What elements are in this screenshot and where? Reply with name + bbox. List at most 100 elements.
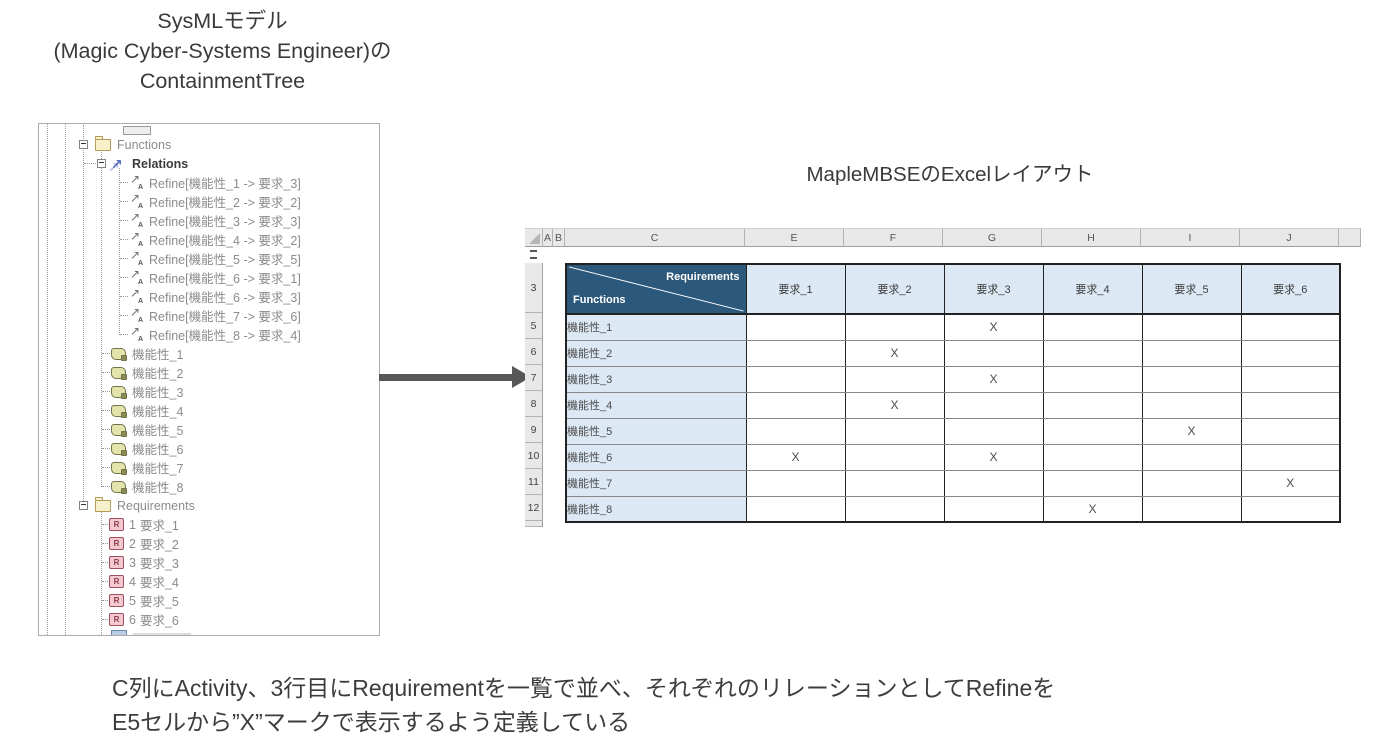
column-header-c[interactable]: C xyxy=(565,228,745,247)
matrix-cell[interactable] xyxy=(1042,313,1143,341)
tree-node-activity[interactable]: 機能性_1 xyxy=(39,344,379,363)
function-row-label-cell[interactable]: 機能性_1 xyxy=(565,313,747,341)
matrix-cell[interactable] xyxy=(1240,339,1341,367)
function-row-label-cell[interactable]: 機能性_2 xyxy=(565,339,747,367)
tree-node-functions[interactable]: Functions xyxy=(39,135,379,154)
tree-node-activity[interactable]: 機能性_5 xyxy=(39,420,379,439)
matrix-cell[interactable]: X xyxy=(1240,469,1341,497)
matrix-cell[interactable] xyxy=(943,391,1044,419)
function-row-label-cell[interactable]: 機能性_3 xyxy=(565,365,747,393)
matrix-cell[interactable]: X xyxy=(844,339,945,367)
matrix-cell[interactable]: X xyxy=(1141,417,1242,445)
function-row-label-cell[interactable]: 機能性_4 xyxy=(565,391,747,419)
matrix-cell[interactable]: X xyxy=(943,443,1044,471)
matrix-cell[interactable] xyxy=(745,469,846,497)
expand-toggle-icon[interactable] xyxy=(79,501,88,510)
matrix-cell[interactable]: X xyxy=(1042,495,1143,523)
collapsed-row-mark[interactable] xyxy=(530,250,537,252)
requirement-column-header[interactable]: 要求_4 xyxy=(1042,263,1143,315)
matrix-corner-header-cell[interactable]: Requirements Functions xyxy=(565,263,747,315)
matrix-cell[interactable] xyxy=(1141,469,1242,497)
tree-node-activity[interactable]: 機能性_8 xyxy=(39,477,379,496)
matrix-cell[interactable] xyxy=(844,495,945,523)
column-header-i[interactable]: I xyxy=(1141,228,1240,247)
matrix-cell[interactable] xyxy=(844,443,945,471)
requirement-column-header[interactable]: 要求_1 xyxy=(745,263,846,315)
column-header-b[interactable]: B xyxy=(553,228,565,247)
row-header-5[interactable]: 5 xyxy=(525,313,543,339)
matrix-cell[interactable] xyxy=(1042,339,1143,367)
matrix-cell[interactable] xyxy=(1141,443,1242,471)
matrix-cell[interactable] xyxy=(943,469,1044,497)
function-row-label-cell[interactable]: 機能性_5 xyxy=(565,417,747,445)
matrix-cell[interactable] xyxy=(1042,365,1143,393)
matrix-cell[interactable] xyxy=(1042,469,1143,497)
matrix-cell[interactable] xyxy=(844,469,945,497)
matrix-cell[interactable] xyxy=(1141,313,1242,341)
matrix-cell[interactable] xyxy=(745,313,846,341)
function-row-label-cell[interactable]: 機能性_8 xyxy=(565,495,747,523)
collapsed-row-mark[interactable] xyxy=(530,257,537,259)
row-header-6[interactable]: 6 xyxy=(525,339,543,365)
matrix-cell[interactable] xyxy=(745,365,846,393)
matrix-cell[interactable] xyxy=(1042,391,1143,419)
requirement-column-header[interactable]: 要求_5 xyxy=(1141,263,1242,315)
column-header-e[interactable]: E xyxy=(745,228,844,247)
column-header-g[interactable]: G xyxy=(943,228,1042,247)
matrix-cell[interactable] xyxy=(745,339,846,367)
matrix-cell[interactable] xyxy=(943,339,1044,367)
matrix-cell[interactable] xyxy=(1240,365,1341,393)
matrix-cell[interactable] xyxy=(844,365,945,393)
matrix-cell[interactable]: X xyxy=(943,365,1044,393)
tree-node-relations[interactable]: ↗ Relations xyxy=(39,154,379,173)
matrix-cell[interactable] xyxy=(1042,417,1143,445)
row-header-10[interactable]: 10 xyxy=(525,443,543,469)
requirement-column-header[interactable]: 要求_2 xyxy=(844,263,945,315)
expand-toggle-icon[interactable] xyxy=(79,140,88,149)
matrix-cell[interactable] xyxy=(745,495,846,523)
column-header-a[interactable]: A xyxy=(543,228,553,247)
matrix-cell[interactable] xyxy=(1141,495,1242,523)
tree-node-activity[interactable]: 機能性_2 xyxy=(39,363,379,382)
requirement-column-header[interactable]: 要求_6 xyxy=(1240,263,1341,315)
row-header-3[interactable]: 3 xyxy=(525,263,543,313)
select-all-corner-icon[interactable] xyxy=(525,228,543,247)
matrix-cell[interactable] xyxy=(1141,339,1242,367)
matrix-cell[interactable] xyxy=(1240,495,1341,523)
matrix-cell[interactable] xyxy=(844,417,945,445)
matrix-cell[interactable] xyxy=(943,495,1044,523)
row-header-9[interactable]: 9 xyxy=(525,417,543,443)
tree-node-activity[interactable]: 機能性_7 xyxy=(39,458,379,477)
matrix-cell[interactable]: X xyxy=(745,443,846,471)
function-row-label-cell[interactable]: 機能性_6 xyxy=(565,443,747,471)
tree-node-requirements[interactable]: Requirements xyxy=(39,496,379,515)
tree-node-activity[interactable]: 機能性_6 xyxy=(39,439,379,458)
matrix-cell[interactable] xyxy=(1240,443,1341,471)
matrix-cell[interactable] xyxy=(1240,417,1341,445)
matrix-cell[interactable]: X xyxy=(844,391,945,419)
matrix-cell[interactable] xyxy=(1141,391,1242,419)
row-header-8[interactable]: 8 xyxy=(525,391,543,417)
matrix-cell[interactable] xyxy=(844,313,945,341)
matrix-cell[interactable] xyxy=(1141,365,1242,393)
matrix-cell[interactable] xyxy=(943,417,1044,445)
tree-node-activity[interactable]: 機能性_3 xyxy=(39,382,379,401)
matrix-cell[interactable] xyxy=(1240,391,1341,419)
column-header-h[interactable]: H xyxy=(1042,228,1141,247)
tree-node-activity[interactable]: 機能性_4 xyxy=(39,401,379,420)
row-header-12[interactable]: 12 xyxy=(525,495,543,521)
matrix-cell[interactable] xyxy=(745,417,846,445)
